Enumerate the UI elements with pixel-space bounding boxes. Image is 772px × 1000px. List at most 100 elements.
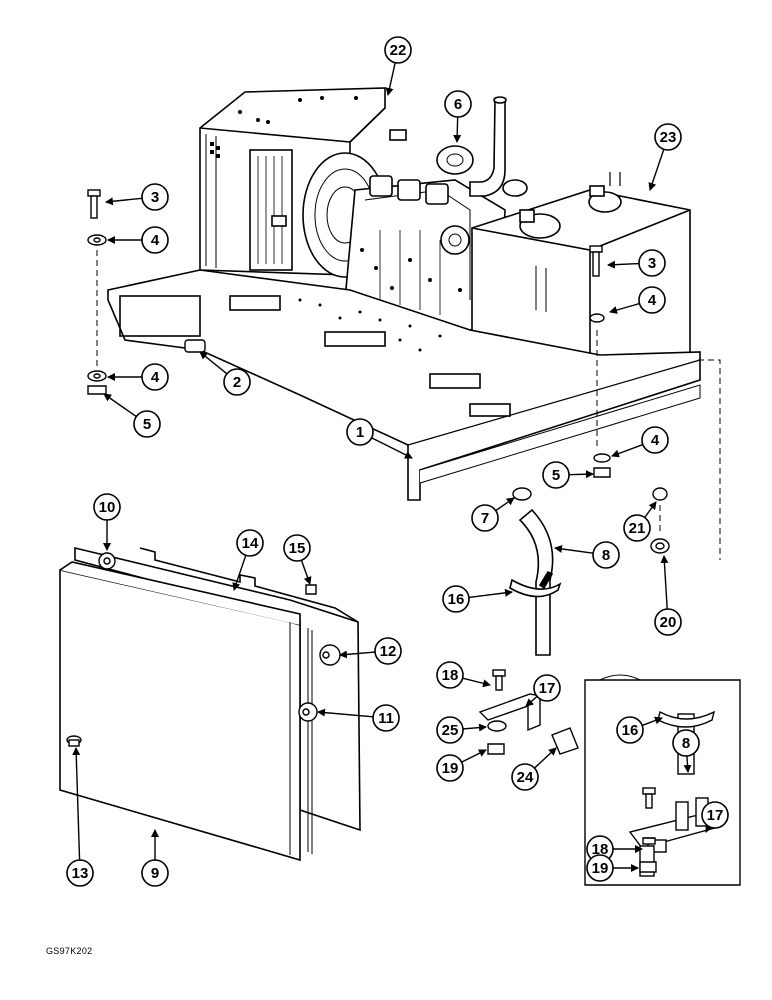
callout-label: 19 <box>592 860 609 877</box>
callout-15: 15 <box>283 534 311 562</box>
callout-circle <box>586 854 614 882</box>
callout-label: 5 <box>552 467 560 484</box>
callout-label: 22 <box>390 42 407 59</box>
leader-line <box>385 62 396 96</box>
dashed-guide-lines <box>96 250 721 560</box>
callout-label: 4 <box>151 232 160 249</box>
callout-label: 5 <box>143 416 151 433</box>
callout-circle <box>701 801 729 829</box>
leader-line <box>644 501 657 518</box>
callout-label: 23 <box>660 129 677 146</box>
callout-circle <box>444 90 472 118</box>
callout-25: 25 <box>436 716 464 744</box>
callout-label: 24 <box>517 769 534 786</box>
callout-circle <box>374 637 402 665</box>
callout-8: 8 <box>592 541 620 569</box>
leader-line <box>648 149 665 191</box>
callout-8: 8 <box>672 729 700 757</box>
callout-label: 3 <box>151 189 159 206</box>
callout-12: 12 <box>374 637 402 665</box>
callout-label: 15 <box>289 540 306 557</box>
turbocharger-exhaust-pipe <box>436 96 528 197</box>
leader-line <box>339 650 376 659</box>
callout-4: 4 <box>141 363 169 391</box>
callout-label: 21 <box>629 520 646 537</box>
callout-circle <box>384 36 412 64</box>
callout-circle <box>638 286 666 314</box>
leader-line <box>607 260 640 269</box>
leader-line <box>105 197 143 206</box>
callout-label: 14 <box>242 535 259 552</box>
callout-22: 22 <box>384 36 412 64</box>
callout-3: 3 <box>141 183 169 211</box>
callout-circle <box>442 585 470 613</box>
callout-label: 17 <box>707 807 724 824</box>
leader-line <box>468 588 513 599</box>
callout-label: 8 <box>682 735 690 752</box>
callout-18: 18 <box>436 661 464 689</box>
leader-line <box>609 302 640 314</box>
callout-17: 17 <box>701 801 729 829</box>
callout-label: 11 <box>378 710 394 727</box>
callout-9: 9 <box>141 859 169 887</box>
leader-line <box>641 716 663 727</box>
callout-circle <box>141 363 169 391</box>
callout-label: 4 <box>151 369 160 386</box>
callout-3: 3 <box>638 249 666 277</box>
callout-5: 5 <box>133 410 161 438</box>
callout-6: 6 <box>444 90 472 118</box>
callout-circle <box>533 674 561 702</box>
leader-line <box>300 559 312 585</box>
callout-23: 23 <box>654 123 682 151</box>
callout-24: 24 <box>511 763 539 791</box>
side-panels <box>59 546 361 862</box>
callout-label: 6 <box>454 96 462 113</box>
mounting-frame <box>107 269 701 501</box>
callout-circle <box>436 716 464 744</box>
callout-11: 11 <box>372 704 400 732</box>
leader-line <box>568 470 594 479</box>
callout-circle <box>141 859 169 887</box>
callout-17: 17 <box>533 674 561 702</box>
callout-label: 17 <box>539 680 556 697</box>
leader-line <box>611 443 644 458</box>
leader-line <box>705 823 713 833</box>
callout-label: 2 <box>233 374 241 391</box>
callout-circle <box>66 859 94 887</box>
callout-5: 5 <box>542 461 570 489</box>
callout-circle <box>641 426 669 454</box>
callout-label: 13 <box>72 865 89 882</box>
callout-label: 4 <box>648 292 657 309</box>
callout-circle <box>672 729 700 757</box>
callout-19: 19 <box>436 754 464 782</box>
callout-label: 12 <box>380 643 397 660</box>
callout-label: 18 <box>592 841 609 858</box>
callout-circle <box>654 608 682 636</box>
leader-line <box>371 437 413 459</box>
callout-label: 16 <box>622 722 639 739</box>
callout-label: 8 <box>602 547 610 564</box>
callout-label: 19 <box>442 760 459 777</box>
callout-circle <box>638 249 666 277</box>
callout-14: 14 <box>236 529 264 557</box>
callout-circle <box>542 461 570 489</box>
callout-7: 7 <box>471 504 499 532</box>
callout-20: 20 <box>654 608 682 636</box>
callout-circle <box>592 541 620 569</box>
bracket-parts <box>478 669 579 755</box>
callout-label: 9 <box>151 865 159 882</box>
callout-1: 1 <box>346 418 374 446</box>
callout-circle <box>511 763 539 791</box>
callout-label: 3 <box>648 255 656 272</box>
leader-line <box>462 723 487 732</box>
callout-16: 16 <box>442 585 470 613</box>
callout-label: 1 <box>356 424 364 441</box>
leader-line <box>525 695 538 707</box>
callout-circle <box>346 418 374 446</box>
leader-line <box>683 755 692 773</box>
callout-label: 7 <box>481 510 489 527</box>
callout-circle <box>236 529 264 557</box>
callout-4: 4 <box>641 426 669 454</box>
